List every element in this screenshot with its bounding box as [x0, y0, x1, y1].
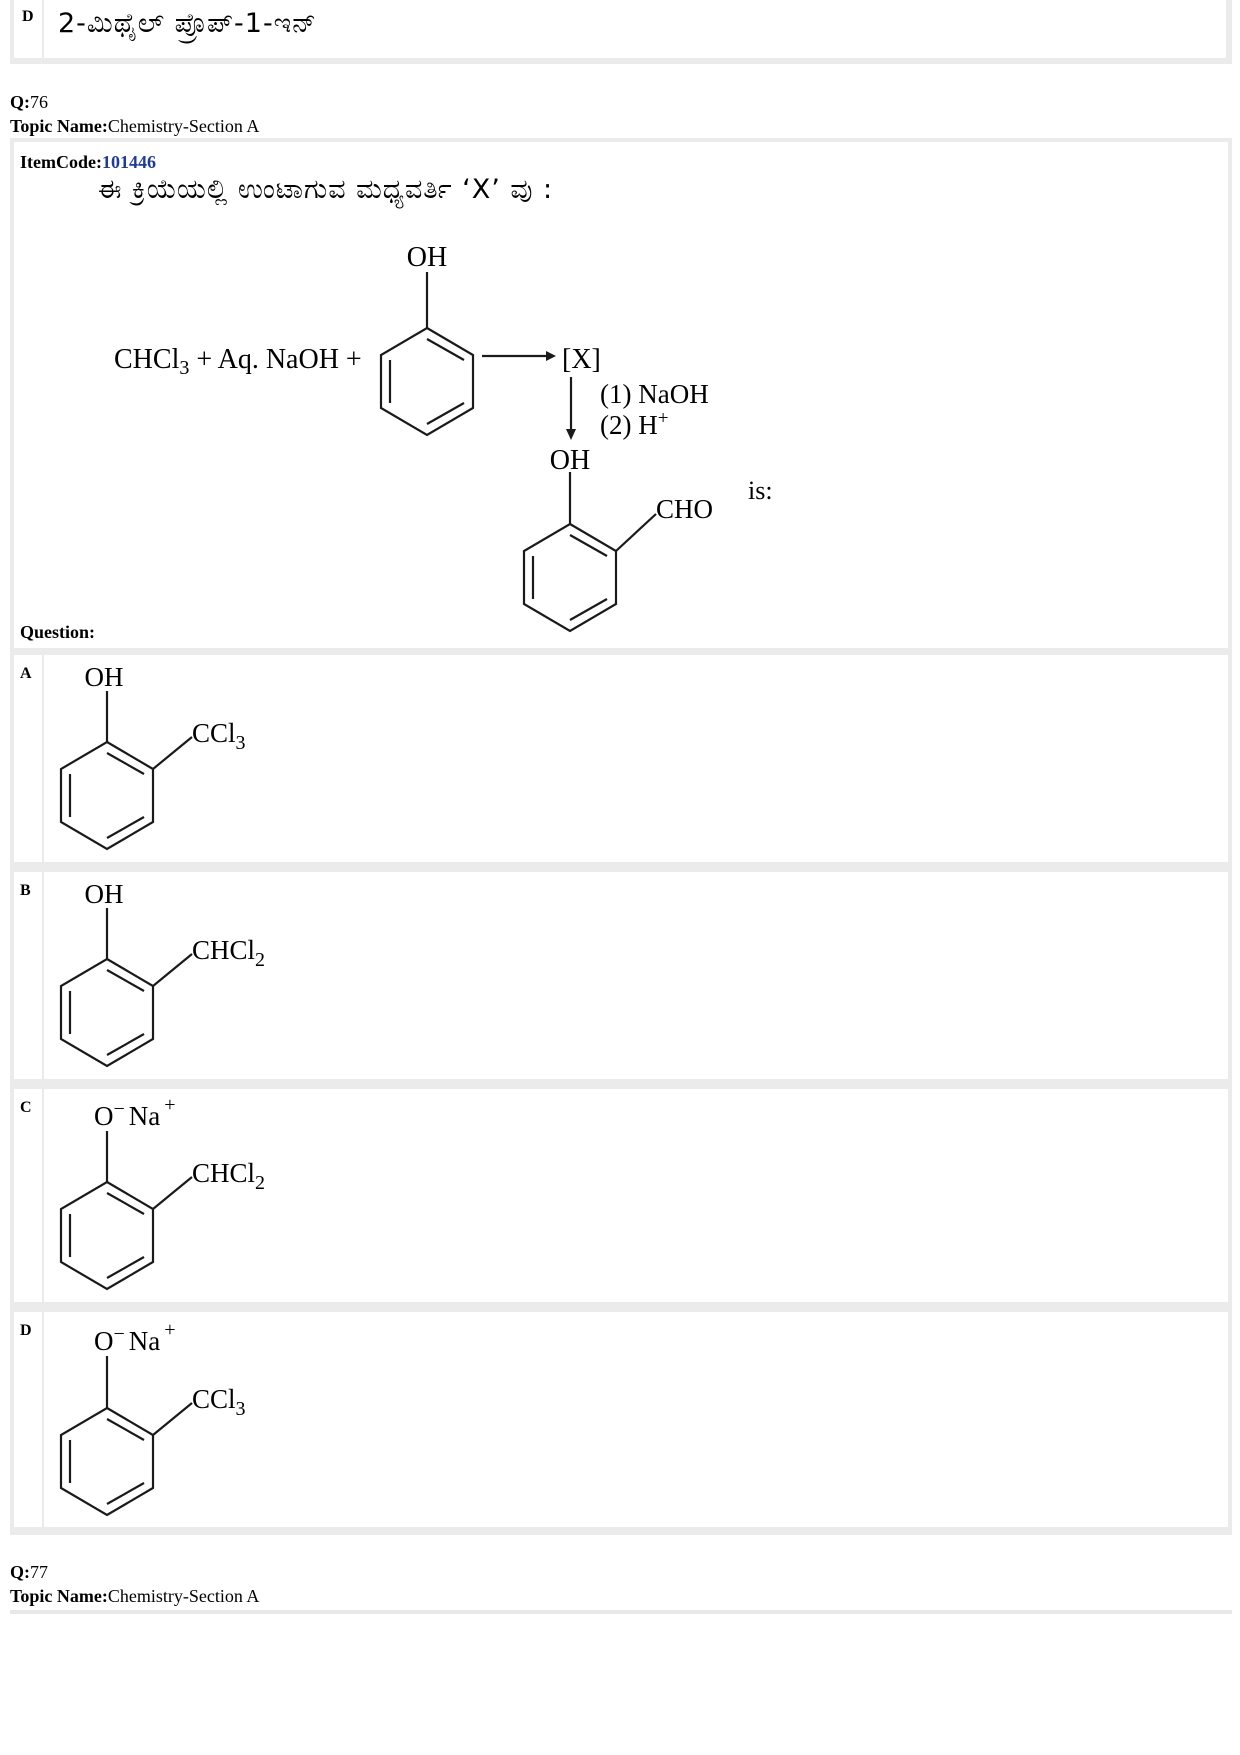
option-c-side-main: CHCl	[192, 1158, 255, 1188]
phenol-ring	[379, 326, 475, 437]
option-row-d: D O−Na+ CCl3	[10, 1308, 1232, 1535]
q76-itemcode-prefix: ItemCode:	[20, 152, 102, 172]
option-b-label[interactable]: B	[20, 882, 31, 899]
option-c-label[interactable]: C	[20, 1099, 32, 1116]
question-label-text: Question:	[20, 622, 96, 642]
option-row-a: A OH CCl3	[10, 651, 1232, 868]
option-d-top-o: O	[94, 1326, 114, 1356]
option-a-content-cell[interactable]: OH CCl3	[44, 655, 1228, 862]
option-d-structure: O−Na+ CCl3	[59, 1319, 246, 1517]
scheme-reagents: CHCl3 + Aq. NaOH +	[114, 344, 362, 379]
scheme-reagent-rest: + Aq. NaOH +	[189, 344, 361, 375]
q76-question-cell: ItemCode:101446 ಈ ಕ್ರಿಯೆಯಲ್ಲಿ ಉಂಟಾಗುವ ಮಧ…	[14, 142, 1228, 648]
option-c-top-na: Na	[129, 1101, 160, 1131]
option-a-top-group: OH	[85, 662, 124, 692]
option-a-label[interactable]: A	[20, 665, 32, 682]
option-d-top-group: O−Na+	[94, 1319, 176, 1356]
q77-topic-prefix: Topic Name:	[10, 1586, 108, 1606]
option-b-structure: OH CHCl2	[59, 879, 265, 1068]
q76-itemcode: 101446	[101, 152, 156, 172]
prev-option-label: D	[22, 8, 34, 25]
q76-number-prefix: Q:	[10, 92, 30, 112]
scheme-product-oh: OH	[550, 445, 590, 476]
option-c-side-group: CHCl2	[192, 1158, 265, 1194]
option-c-top-minus: −	[114, 1098, 125, 1120]
option-d-side-sub: 3	[236, 1398, 246, 1420]
scheme-is-text: is:	[748, 476, 773, 505]
scheme-product-cho: CHO	[656, 494, 713, 524]
q76-topic-line: Topic Name:Chemistry-Section A	[10, 114, 259, 138]
prev-option-label-cell: D	[14, 0, 42, 58]
product-ring	[522, 522, 618, 633]
prev-option-content-cell: 2-ಮಿಥೈಲ್ ಪ್ರೊಪ್-1-ಇನ್	[44, 0, 1226, 58]
q77-topic: Chemistry-Section A	[107, 1586, 260, 1606]
q77-number-line: Q:77	[10, 1560, 48, 1584]
option-c-top-group: O−Na+	[94, 1094, 176, 1131]
option-a-side-main: CCl	[192, 718, 236, 748]
scheme-intermediate: [X]	[562, 344, 601, 375]
scheme-step2: (2) H+	[600, 408, 668, 440]
option-c-label-cell: C	[14, 1089, 42, 1302]
option-b-label-cell: B	[14, 872, 42, 1079]
q76-number: 76	[30, 92, 48, 112]
option-c-structure: O−Na+ CHCl2	[59, 1094, 265, 1291]
q77-number-prefix: Q:	[10, 1562, 30, 1582]
q76-number-line: Q:76	[10, 90, 48, 114]
option-d-side-group: CCl3	[192, 1384, 246, 1420]
option-b-side-main: CHCl	[192, 935, 255, 965]
option-d-content-cell[interactable]: O−Na+ CCl3	[44, 1312, 1228, 1527]
scheme-step2-sup: +	[658, 408, 669, 429]
option-c-content-cell[interactable]: O−Na+ CHCl2	[44, 1089, 1228, 1302]
option-d-label[interactable]: D	[20, 1322, 32, 1339]
option-b-side-group: CHCl2	[192, 935, 265, 971]
q76-topic: Chemistry-Section A	[107, 116, 260, 136]
option-c-side-sub: 2	[255, 1172, 265, 1194]
option-a-side-group: CCl3	[192, 718, 246, 754]
option-d-top-na: Na	[129, 1326, 160, 1356]
q77-number: 77	[30, 1562, 48, 1582]
q77-divider	[10, 1610, 1232, 1614]
q77-topic-line: Topic Name:Chemistry-Section A	[10, 1584, 259, 1608]
option-b-top-group: OH	[85, 879, 124, 909]
option-a-side-sub: 3	[236, 732, 246, 754]
scheme-reagent-chcl: CHCl	[114, 344, 180, 375]
q76-question-label: Question:	[20, 620, 95, 644]
option-c-top-o: O	[94, 1101, 114, 1131]
option-d-top-plus: +	[164, 1319, 175, 1341]
option-d-label-cell: D	[14, 1312, 42, 1527]
option-c-top-plus: +	[164, 1094, 175, 1116]
reaction-scheme: OH CHCl3 + Aq. NaOH + [X] (1) NaOH (2) H…	[114, 242, 773, 633]
scheme-step2-h: (2) H	[600, 410, 658, 440]
scheme-reagent-sub: 3	[179, 357, 189, 379]
option-a-structure: OH CCl3	[59, 662, 246, 851]
q76-itemcode-line: ItemCode:101446	[20, 150, 156, 174]
q76-stem-text: ಈ ಕ್ರಿಯೆಯಲ್ಲಿ ಉಂಟಾಗುವ ಮಧ್ಯವರ್ತಿ ‘X’ ವು :	[98, 174, 554, 205]
prev-option-text: 2-ಮಿಥೈಲ್ ಪ್ರೊಪ್-1-ಇನ್	[58, 8, 317, 39]
prev-option-row: D 2-ಮಿಥೈಲ್ ಪ್ರೊಪ್-1-ಇನ್	[10, 0, 1232, 64]
option-d-top-minus: −	[114, 1323, 125, 1345]
q76-topic-prefix: Topic Name:	[10, 116, 108, 136]
option-d-side-main: CCl	[192, 1384, 236, 1414]
option-row-c: C O−Na+ CHCl2	[10, 1085, 1232, 1308]
option-b-side-sub: 2	[255, 949, 265, 971]
option-a-label-cell: A	[14, 655, 42, 862]
q76-question-block: ItemCode:101446 ಈ ಕ್ರಿಯೆಯಲ್ಲಿ ಉಂಟಾಗುವ ಮಧ…	[10, 138, 1232, 654]
scheme-step1: (1) NaOH	[600, 379, 709, 409]
scheme-oh-top: OH	[407, 242, 447, 273]
option-b-content-cell[interactable]: OH CHCl2	[44, 872, 1228, 1079]
option-row-b: B OH CHCl2	[10, 868, 1232, 1085]
